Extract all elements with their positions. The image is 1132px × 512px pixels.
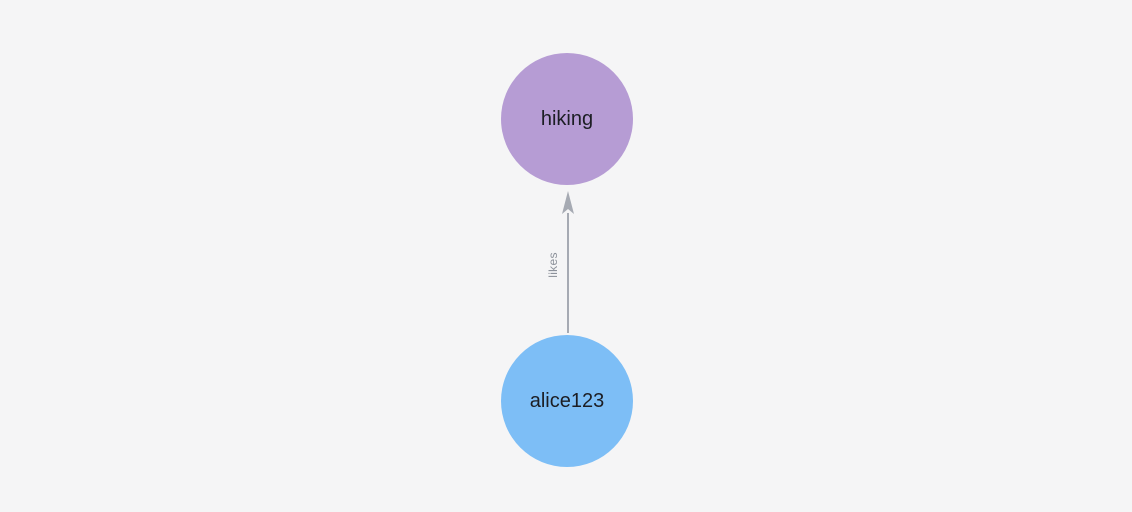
node-label: hiking <box>540 107 594 130</box>
node-hiking[interactable]: hiking <box>501 53 633 185</box>
edge-label: likes <box>546 252 560 278</box>
arrowhead-icon <box>562 191 574 214</box>
node-alice123[interactable]: alice123 <box>501 335 633 467</box>
edge-likes-arrow[interactable] <box>559 191 577 337</box>
node-label: alice123 <box>529 389 605 412</box>
